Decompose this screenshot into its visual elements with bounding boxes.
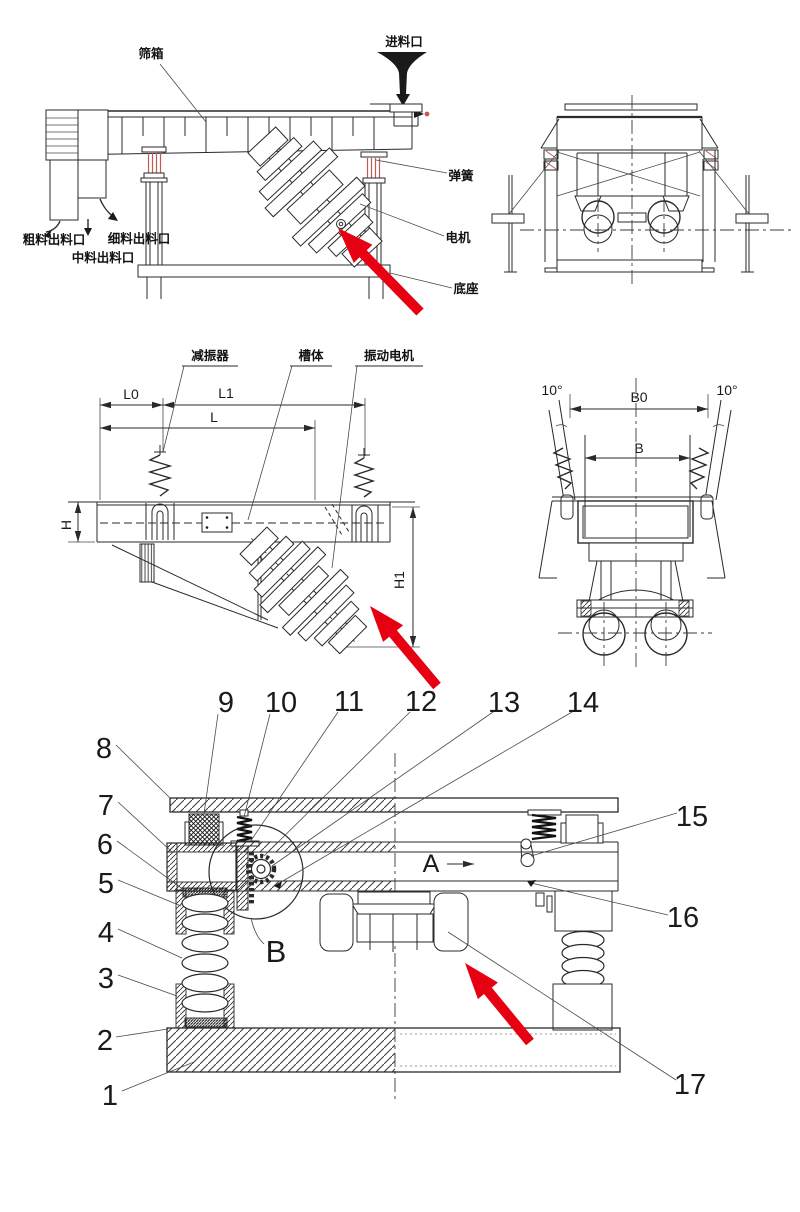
part-number-5: 5 xyxy=(98,868,114,900)
dim-l: L xyxy=(210,409,218,425)
discharge-chutes xyxy=(44,109,118,238)
dim-h: H xyxy=(58,520,74,530)
gear-icon xyxy=(245,853,277,885)
label-sieve-box: 筛箱 xyxy=(138,46,164,61)
dim-l0: L0 xyxy=(123,386,139,402)
hanger-left xyxy=(145,445,175,540)
dim-angle-left: 10° xyxy=(541,382,562,398)
part-number-13: 13 xyxy=(488,687,520,719)
part-number-2: 2 xyxy=(97,1025,113,1057)
top-end-view xyxy=(491,95,792,284)
bottom-motor xyxy=(319,891,469,952)
label-base: 底座 xyxy=(453,281,479,296)
feed-arrow-icon xyxy=(396,94,410,106)
top-side-view: 筛箱 进料口 弹簧 电机 底座 粗料出料口 中料出料口 细料出料口 xyxy=(23,34,479,316)
part-number-3: 3 xyxy=(98,963,114,995)
small-spring-icon xyxy=(236,815,253,843)
part-number-10: 10 xyxy=(265,687,297,719)
red-arrow-top xyxy=(338,228,424,316)
detail-label-b: B xyxy=(266,934,287,969)
dim-angle-right: 10° xyxy=(716,382,737,398)
part-number-12: 12 xyxy=(405,686,437,718)
label-feed-inlet: 进料口 xyxy=(385,34,423,49)
dim-b: B xyxy=(634,440,643,456)
middle-motor-assembly xyxy=(239,526,368,655)
part-number-14: 14 xyxy=(567,687,599,719)
motor-assembly xyxy=(247,126,383,268)
red-arrow-bottom xyxy=(465,963,534,1046)
part-number-11: 11 xyxy=(334,686,364,718)
section-label-a: A xyxy=(423,850,440,878)
label-motor: 电机 xyxy=(445,230,471,245)
dim-h1: H1 xyxy=(391,571,407,589)
label-trough: 槽体 xyxy=(298,348,324,363)
bottom-section-view: B A xyxy=(96,686,708,1112)
dim-l1: L1 xyxy=(218,385,234,401)
dim-b0: B0 xyxy=(630,389,647,405)
right-spring-icon xyxy=(561,930,605,989)
label-coarse-outlet: 粗料出料口 xyxy=(23,232,86,247)
part-number-9: 9 xyxy=(218,687,234,719)
middle-end-view: 10° 10° B0 B xyxy=(538,378,738,668)
part-number-16: 16 xyxy=(667,902,699,934)
rack-bar xyxy=(236,845,249,911)
hanger-right xyxy=(324,448,379,542)
red-arrow-middle xyxy=(370,606,441,690)
detail-circle-b xyxy=(208,824,304,920)
rubber-block xyxy=(188,813,220,846)
label-damper: 减振器 xyxy=(191,348,229,363)
part-number-15: 15 xyxy=(676,801,708,833)
part-number-17: 17 xyxy=(674,1069,706,1101)
part-number-8: 8 xyxy=(96,733,112,765)
main-spring-icon xyxy=(181,893,229,1013)
part-number-1: 1 xyxy=(102,1080,118,1112)
pin-part xyxy=(520,838,535,867)
part-number-7: 7 xyxy=(98,790,114,822)
label-fine-outlet: 细料出料口 xyxy=(108,231,171,246)
middle-side-view: L0 L1 L H H1 减振器 槽体 振动电机 xyxy=(58,348,441,690)
label-medium-outlet: 中料出料口 xyxy=(72,250,135,265)
part-number-4: 4 xyxy=(98,917,114,949)
label-vibration-motor: 振动电机 xyxy=(364,348,415,363)
label-spring: 弹簧 xyxy=(448,168,474,183)
feed-funnel-icon xyxy=(377,52,427,94)
part-number-6: 6 xyxy=(97,829,113,861)
